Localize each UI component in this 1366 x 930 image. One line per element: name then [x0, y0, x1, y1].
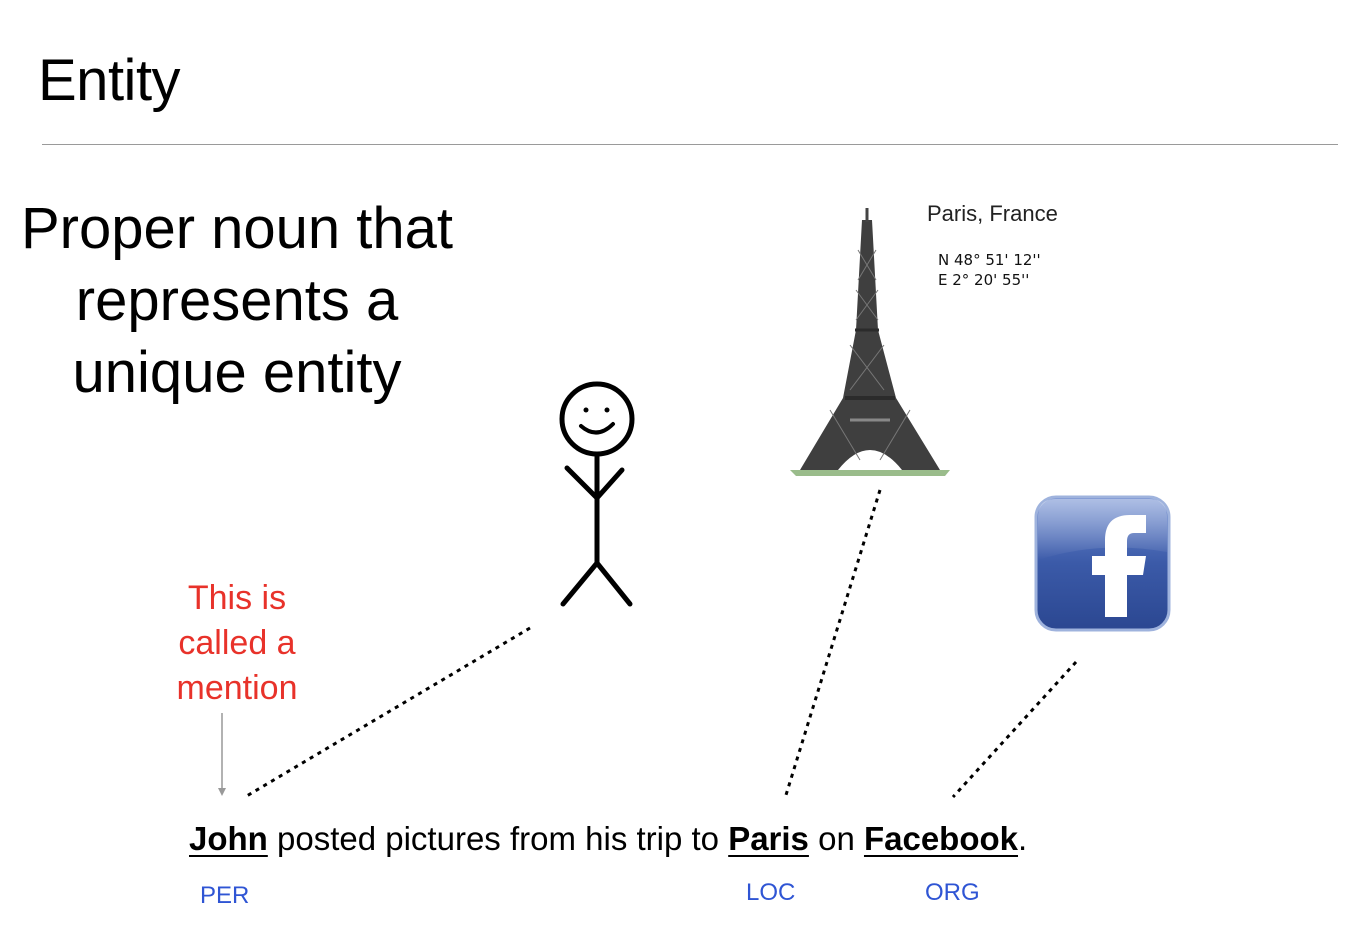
slide-title: Entity	[38, 48, 181, 113]
definition-text: Proper noun that represents a unique ent…	[10, 193, 464, 409]
entity-person: John	[189, 820, 268, 857]
connector-location	[784, 489, 882, 796]
stick-figure-icon	[559, 381, 635, 607]
definition-line: Proper noun that	[20, 196, 454, 261]
latitude: N 48° 51' 12''	[938, 251, 1041, 269]
sentence-text: on	[808, 820, 864, 857]
location-coordinates: N 48° 51' 12'' E 2° 20' 55''	[938, 250, 1041, 290]
location-name: Paris, France	[927, 201, 1058, 226]
title-divider	[42, 144, 1338, 145]
definition-line: represents a	[75, 268, 399, 333]
tag-per: PER	[200, 882, 250, 909]
connector-organization	[951, 660, 1078, 799]
eiffel-tower-icon	[790, 208, 950, 476]
callout-arrow	[218, 713, 226, 796]
example-sentence: John posted pictures from his trip to Pa…	[189, 818, 1027, 860]
longitude: E 2° 20' 55''	[938, 271, 1030, 289]
mention-callout: This is called a mention	[157, 576, 317, 711]
tag-loc: LOC	[746, 879, 796, 906]
definition-line: unique entity	[72, 340, 402, 405]
sentence-text: posted pictures from his trip to	[267, 820, 729, 857]
entity-location: Paris	[728, 820, 809, 857]
callout-line: mention	[176, 669, 298, 707]
callout-line: called a	[178, 624, 296, 662]
sentence-end: .	[1018, 820, 1028, 857]
tag-org: ORG	[925, 879, 980, 906]
callout-line: This is	[187, 579, 287, 617]
facebook-logo-icon	[1034, 495, 1171, 632]
entity-organization: Facebook	[863, 820, 1019, 857]
